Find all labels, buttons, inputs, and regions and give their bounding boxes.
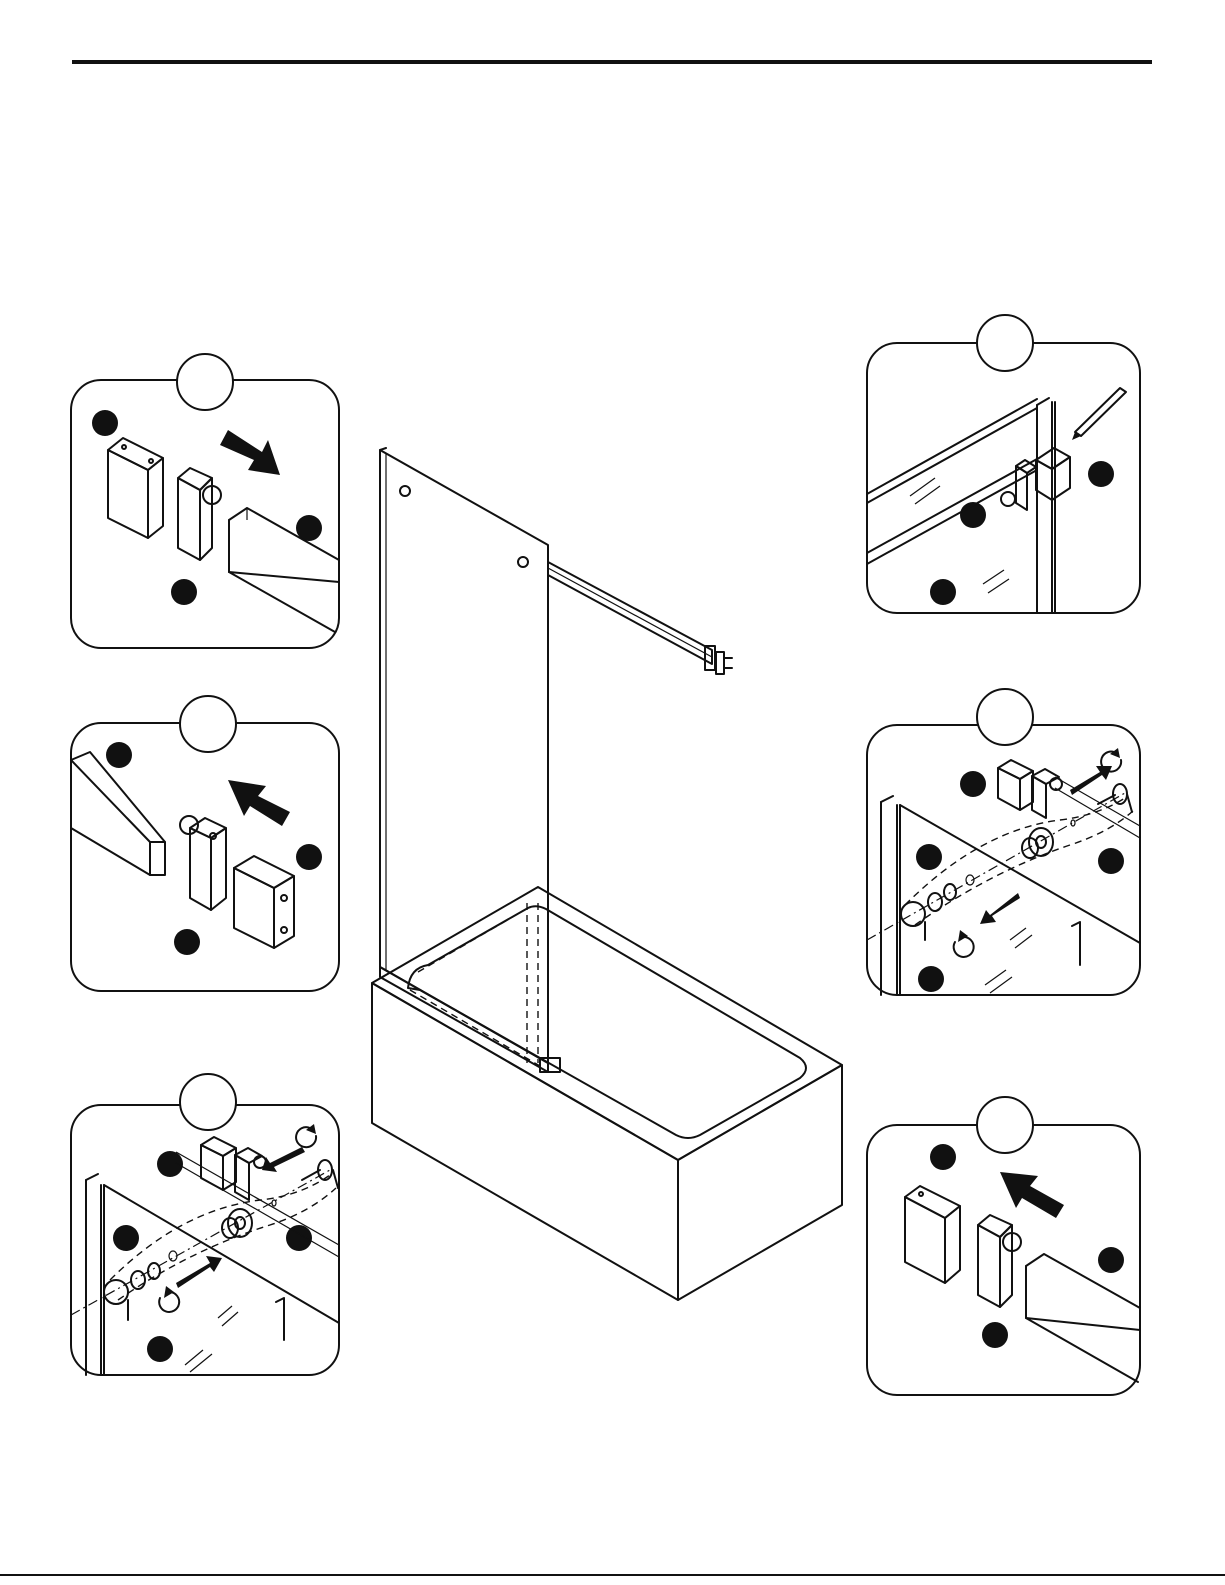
callout-dot — [296, 844, 322, 870]
step-marker-circle — [180, 696, 236, 752]
callout-dot — [982, 1322, 1008, 1348]
step-marker-circle — [977, 315, 1033, 371]
panel-hole-icon — [518, 557, 528, 567]
callout-dot — [1098, 1247, 1124, 1273]
glass-panel — [380, 448, 560, 1072]
step-marker-circle — [180, 1074, 236, 1130]
bathtub — [372, 887, 842, 1300]
callout-dot — [1088, 461, 1114, 487]
callout-dot — [157, 1151, 183, 1177]
header-rail — [548, 562, 732, 674]
callout-dot — [92, 410, 118, 436]
callout-dot — [918, 966, 944, 992]
step-marker-circle — [977, 689, 1033, 745]
callout-dot — [171, 579, 197, 605]
detail-panel-right-top — [867, 315, 1140, 613]
detail-panel-right-bottom — [867, 1097, 1140, 1395]
callout-dot — [960, 771, 986, 797]
callout-dot — [106, 742, 132, 768]
callout-dot — [113, 1225, 139, 1251]
detail-panel-right-middle — [867, 689, 1140, 995]
panel-hole-icon — [400, 486, 410, 496]
callout-dot — [174, 929, 200, 955]
step-marker-circle — [977, 1097, 1033, 1153]
step-marker-circle — [177, 354, 233, 410]
callout-dot — [930, 579, 956, 605]
callout-dot — [1098, 848, 1124, 874]
main-illustration — [372, 448, 842, 1300]
detail-panel-left-top — [71, 354, 339, 648]
callout-dot — [916, 844, 942, 870]
callout-dot — [930, 1144, 956, 1170]
detail-panel-left-middle — [71, 696, 339, 991]
callout-dot — [147, 1336, 173, 1362]
detail-panel-left-bottom — [71, 1074, 339, 1375]
